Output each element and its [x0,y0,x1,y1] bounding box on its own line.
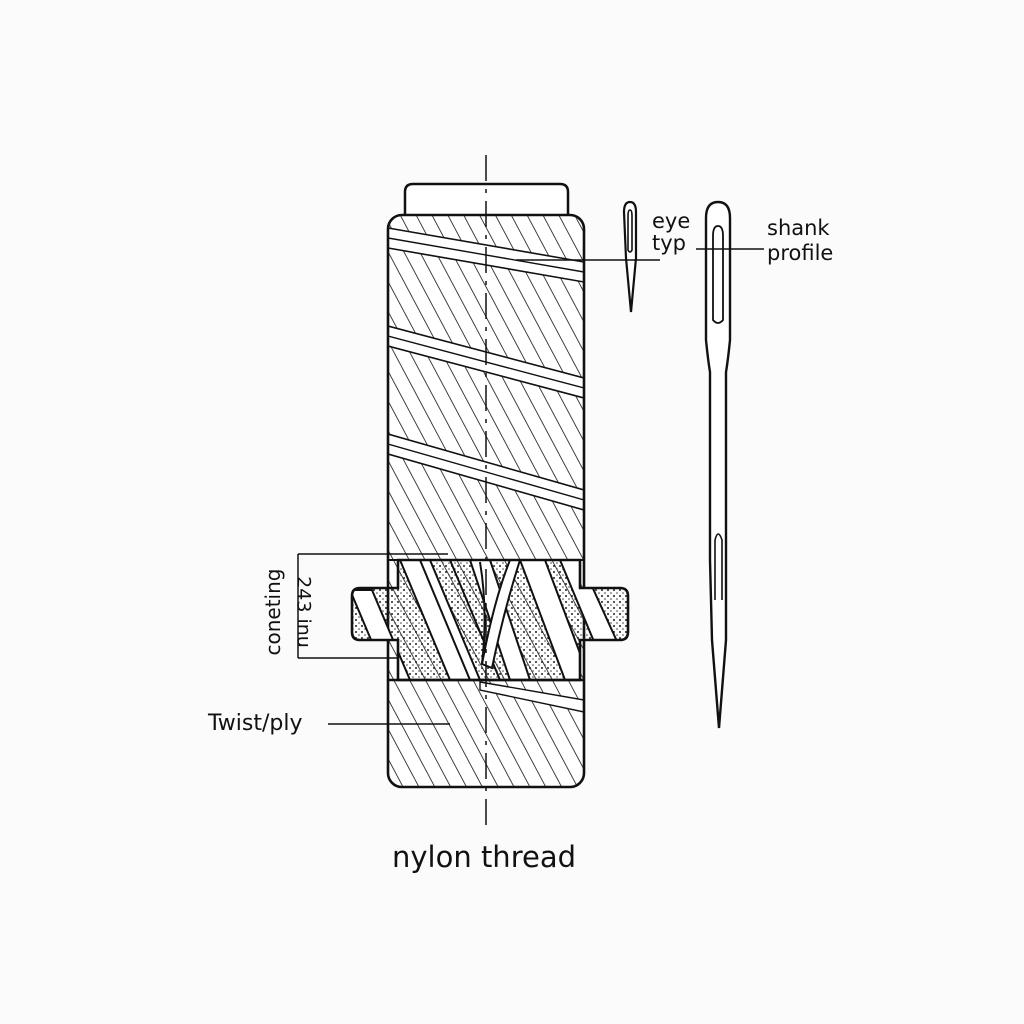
shank-profile-label: shank profile [767,216,833,266]
small-needle-eye [622,200,638,313]
coating-label-text: coneting [261,568,285,656]
diagram-title: nylon thread [392,840,576,874]
coating-label: coneting [261,562,285,662]
shank-label-line2: profile [767,241,834,265]
dimension-label-text: 243 inu [292,576,315,648]
dimension-lines [297,553,448,659]
eye-typ-label: eye typ [652,210,690,254]
eye-label-line2: typ [652,231,686,255]
spool-cap [403,182,570,215]
twist-ply-label: Twist/ply [208,711,303,736]
eye-label-line1: eye [652,209,691,233]
shank-label-line1: shank [767,216,830,240]
large-needle-shank [704,200,732,729]
dimension-label: 243 inu [292,562,315,662]
